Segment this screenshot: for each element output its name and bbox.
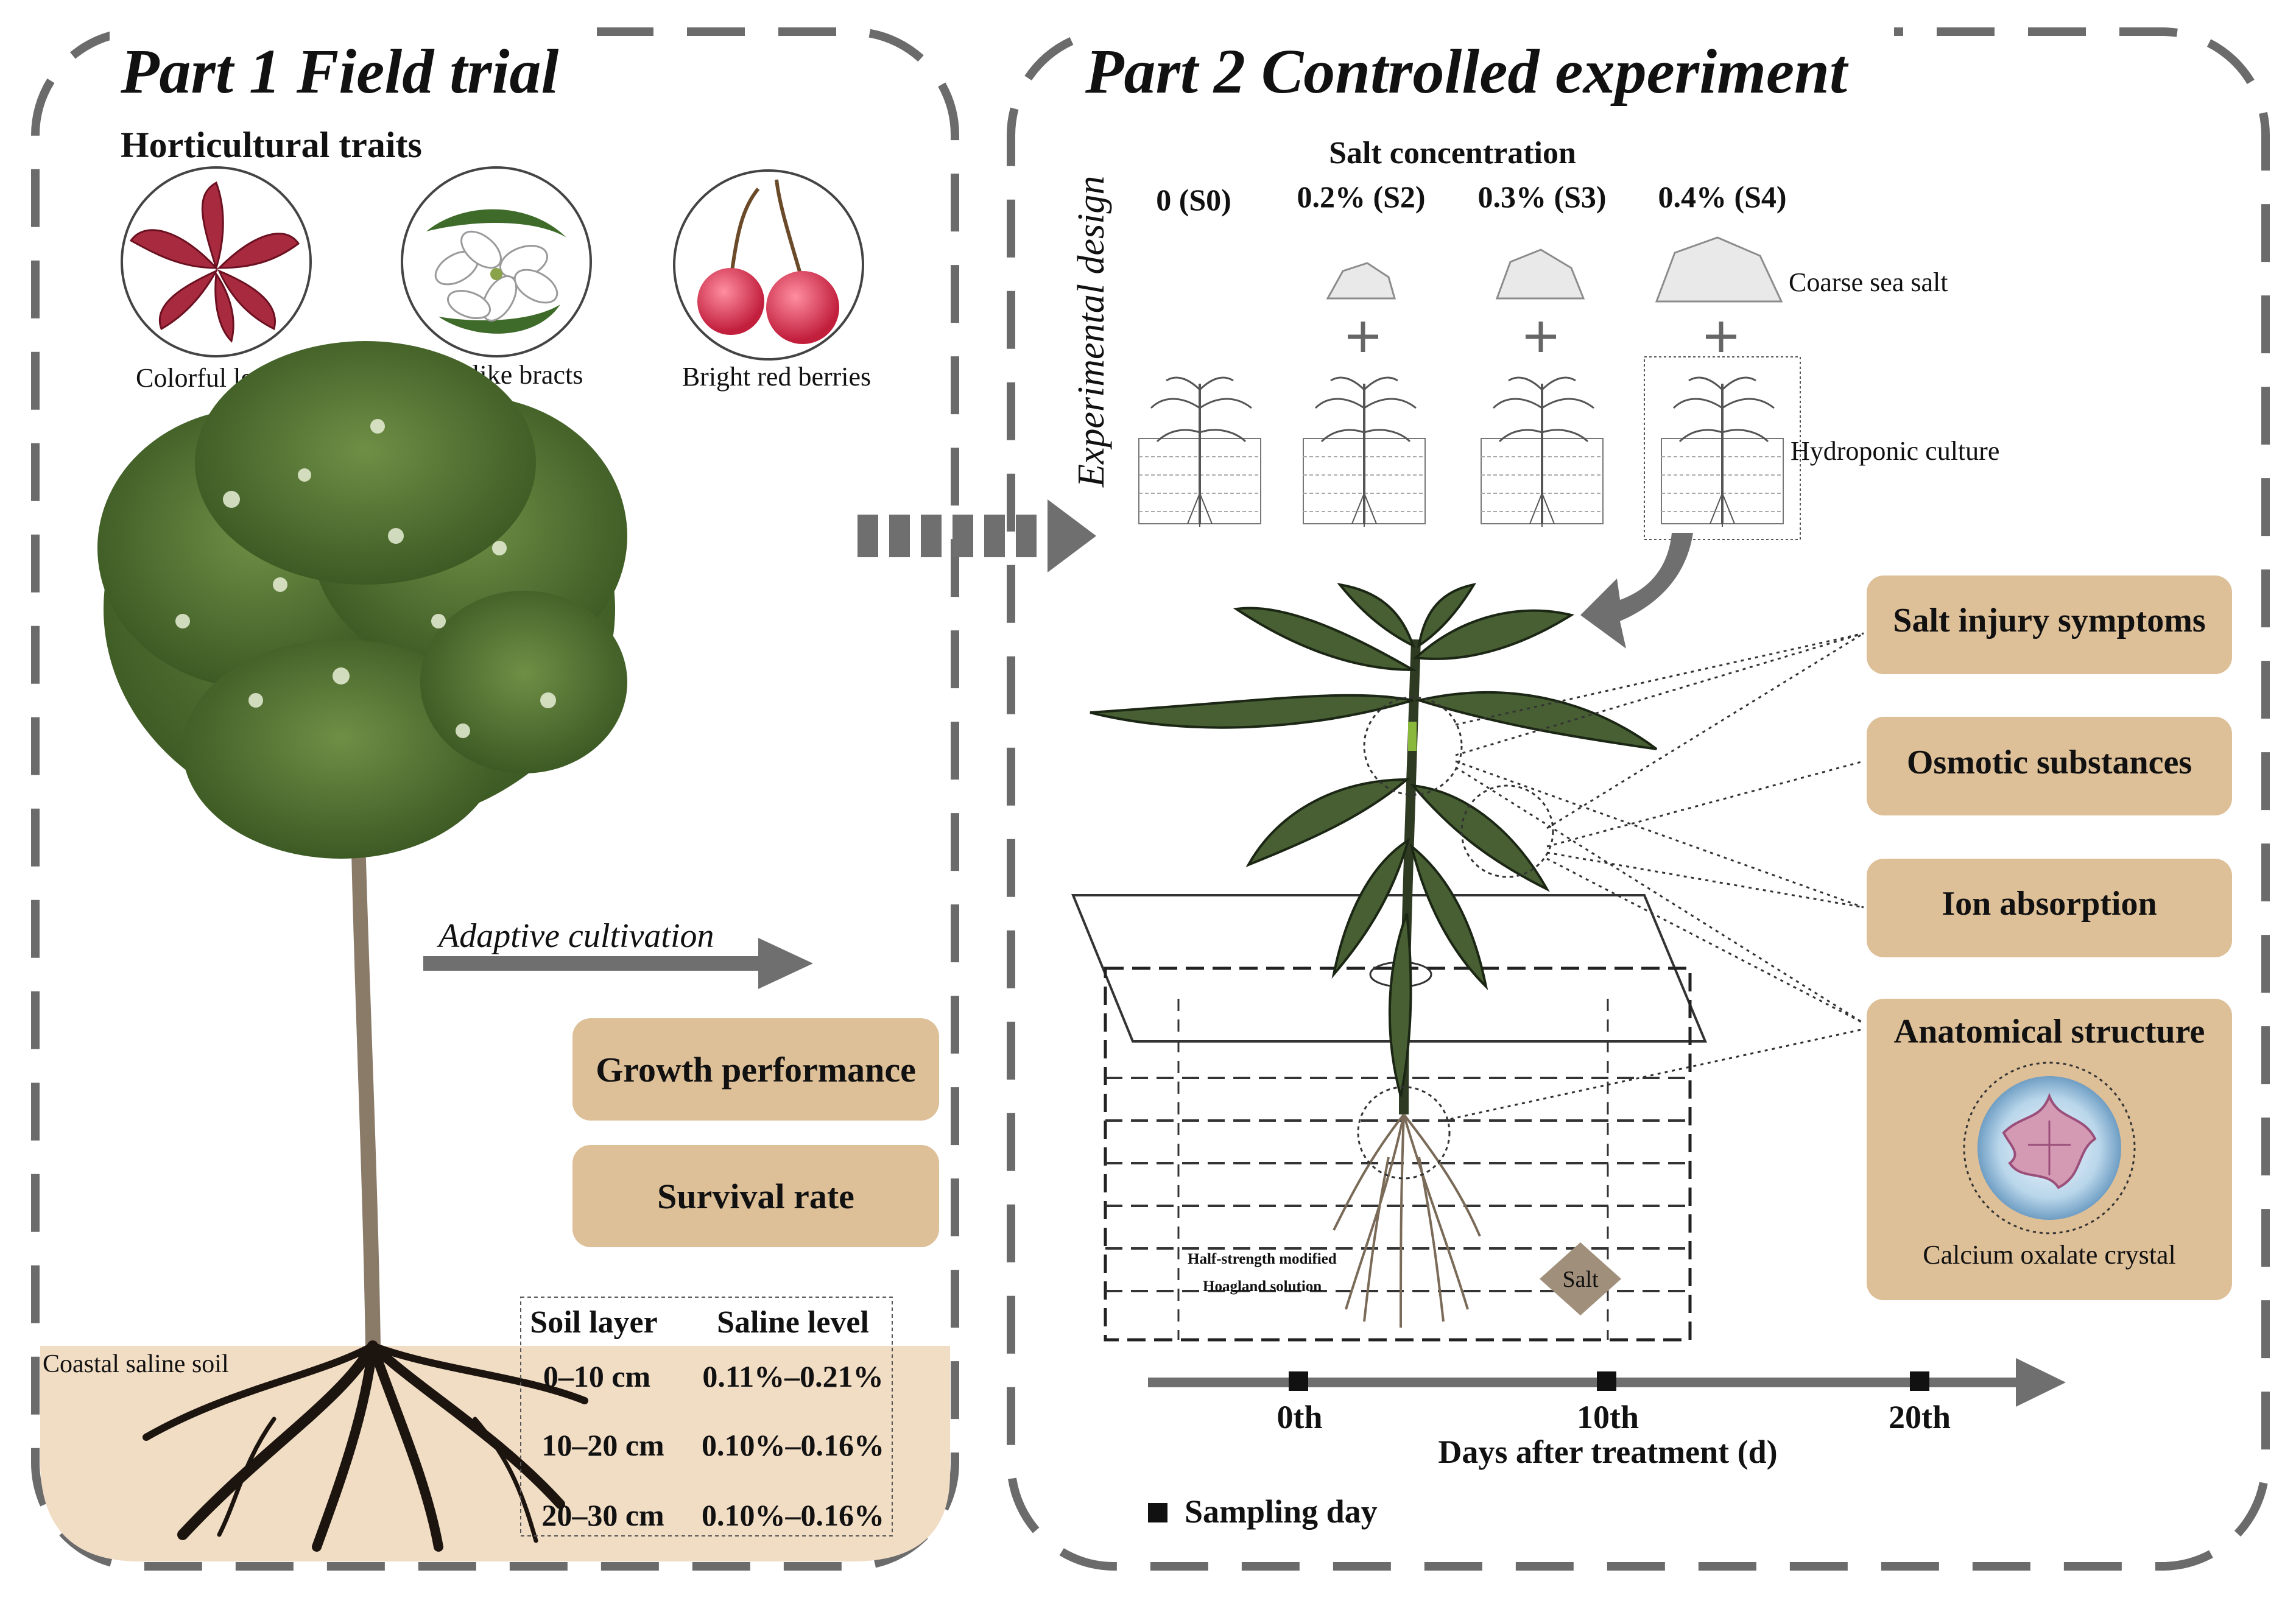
hydroponic-plant-icon — [1138, 376, 1261, 527]
measurement-ion-absorption: Ion absorption — [1867, 859, 2232, 957]
measurement-label: Osmotic substances — [1907, 744, 2192, 781]
soil-label: Coastal saline soil — [43, 1350, 229, 1378]
salt-pile-icon — [1326, 236, 1783, 303]
table-cell: 0.10%–0.16% — [702, 1498, 884, 1532]
table-row: 10–20 cm 0.10%–0.16% — [541, 1428, 884, 1462]
measurement-salt-injury-symptoms: Salt injury symptoms — [1867, 575, 2232, 674]
treatment-label: 0.3% (S3) — [1477, 180, 1606, 214]
crystal-label: Calcium oxalate crystal — [1923, 1240, 2175, 1270]
hydroponic-plant-icon — [1481, 376, 1604, 527]
treatment-label: 0.4% (S4) — [1658, 180, 1786, 214]
part1-title: Part 1 Field trial — [120, 37, 558, 107]
table-cell: 0.10%–0.16% — [702, 1428, 884, 1462]
part2-frame — [1007, 27, 2270, 1571]
sampling-legend-icon — [1148, 1503, 1167, 1522]
sampling-day-marker — [1289, 1371, 1308, 1391]
treatment-label: 0.2% (S2) — [1297, 180, 1425, 214]
soil-salinity-table: Soil layer Saline level 0–10 cm 0.11%–0.… — [520, 1297, 893, 1536]
hydroponic-culture-label: Hydroponic culture — [1791, 436, 1999, 466]
timeline-tick-label: 20th — [1889, 1399, 1951, 1435]
traits-heading: Horticultural traits — [121, 125, 422, 165]
solution-label-line2: Hoagland solution — [1203, 1278, 1322, 1295]
table-cell: 10–20 cm — [541, 1428, 664, 1462]
table-header-soil-layer: Soil layer — [530, 1305, 657, 1340]
red-berries-icon — [697, 179, 839, 344]
measurement-osmotic-substances: Osmotic substances — [1867, 717, 2232, 815]
plus-icon — [1348, 322, 1736, 352]
solution-label-line1: Half-strength modified — [1188, 1251, 1337, 1267]
measurement-anatomical-structure: Anatomical structure Calcium oxalate cry… — [1867, 999, 2232, 1300]
sampling-day-marker — [1910, 1371, 1929, 1391]
red-leaves-icon — [129, 181, 300, 343]
salt-tag: Salt — [1540, 1242, 1621, 1315]
table-cell: 20–30 cm — [541, 1498, 664, 1532]
measurement-label: Salt injury symptoms — [1893, 602, 2205, 639]
hydroponic-plant-icon — [1644, 356, 1801, 540]
trait-colorful-leaves: Colorful leaves — [121, 166, 312, 393]
timeline-tick-label: 10th — [1577, 1399, 1639, 1435]
coastal-saline-soil — [40, 1346, 950, 1561]
result-label: Survival rate — [657, 1177, 854, 1216]
measurement-label: Ion absorption — [1942, 885, 2157, 923]
table-cell: 0.11%–0.21% — [702, 1359, 883, 1393]
part2-title: Part 2 Controlled experiment — [1085, 37, 1849, 107]
treatment-label: 0 (S0) — [1156, 183, 1231, 217]
trait-petal-like-bracts: Petal-like bracts — [401, 166, 592, 390]
timeline-tick-label: 0th — [1277, 1399, 1322, 1435]
tree-illustration — [97, 341, 627, 1552]
table-cell: 0–10 cm — [543, 1359, 650, 1393]
salt-concentration-heading: Salt concentration — [1329, 136, 1576, 171]
table-row: 0–10 cm 0.11%–0.21% — [543, 1359, 884, 1393]
sampling-legend-label: Sampling day — [1185, 1493, 1378, 1530]
crystal-icon — [1977, 1076, 2121, 1220]
experimental-design-label: Experimental design — [1071, 176, 1112, 488]
coarse-sea-salt-label: Coarse sea salt — [1789, 267, 1948, 297]
sample-circle — [1460, 784, 1554, 878]
sampling-day-marker — [1597, 1371, 1616, 1391]
timeline: 0th 10th 20th Days after treatment (d) S… — [1148, 1358, 2066, 1530]
trait-bright-red-berries: Bright red berries — [673, 169, 871, 392]
adaptive-cultivation-arrow — [423, 938, 813, 989]
timeline-title: Days after treatment (d) — [1438, 1434, 1777, 1470]
salt-tag-label: Salt — [1562, 1267, 1599, 1292]
sample-circle — [1363, 696, 1463, 796]
result-label: Growth performance — [596, 1050, 916, 1089]
curved-arrow-icon — [1580, 533, 1693, 649]
part2-panel: Part 2 Controlled experiment Experimenta… — [1007, 18, 2270, 1571]
adaptive-cultivation-label: Adaptive cultivation — [436, 917, 714, 955]
tree-roots — [143, 1340, 588, 1552]
table-header-saline-level: Saline level — [717, 1305, 869, 1340]
measurement-label: Anatomical structure — [1894, 1013, 2205, 1051]
trait-label: Bright red berries — [682, 362, 871, 392]
table-row: 20–30 cm 0.10%–0.16% — [541, 1498, 884, 1532]
result-survival-rate: Survival rate — [572, 1145, 939, 1247]
hydroponic-units — [1138, 356, 1801, 540]
hydroponic-setup-illustration: Half-strength modified Hoagland solution… — [1071, 583, 1864, 1342]
hydroponic-plant-icon — [1303, 376, 1426, 527]
white-bracts-icon — [426, 209, 566, 334]
connector-lines — [1443, 632, 1864, 1122]
sample-circle — [1357, 1086, 1451, 1180]
result-growth-performance: Growth performance — [572, 1018, 939, 1121]
part1-to-part2-arrow — [857, 499, 1096, 572]
part1-panel: Part 1 Field trial Horticultural traits … — [31, 18, 959, 1571]
